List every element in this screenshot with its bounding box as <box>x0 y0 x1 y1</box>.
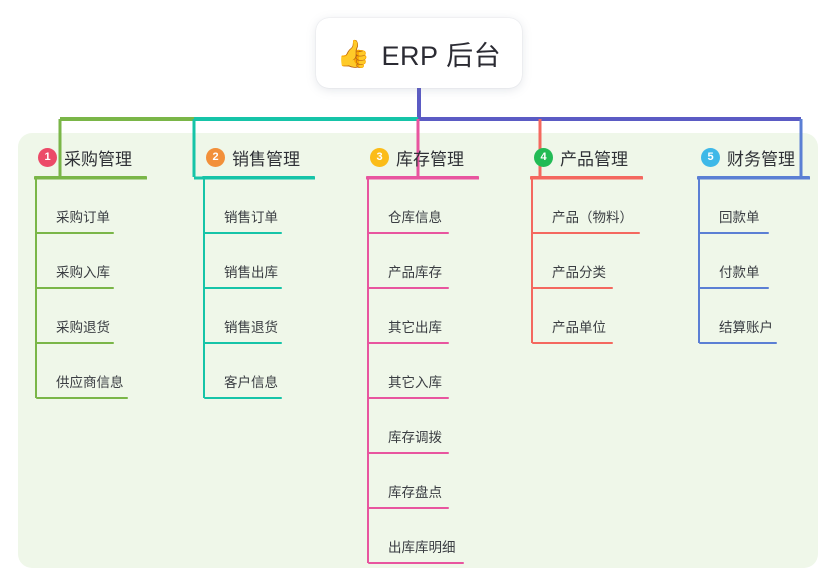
branch-item-underline <box>699 342 777 344</box>
branch-item[interactable]: 客户信息 <box>202 344 315 399</box>
branch-item[interactable]: 采购退货 <box>34 289 147 344</box>
branch-item-label: 销售退货 <box>224 320 278 336</box>
branch-item-label: 回款单 <box>719 210 760 226</box>
branch-item-label: 产品单位 <box>552 320 606 336</box>
branch-item-underline <box>699 287 769 289</box>
branch-item[interactable]: 其它出库 <box>366 289 479 344</box>
branch-header-3[interactable]: 3 库存管理 <box>366 144 479 170</box>
branch-title-5: 财务管理 <box>727 149 795 169</box>
branch-item[interactable]: 销售订单 <box>202 179 315 234</box>
branch-item[interactable]: 其它入库 <box>366 344 479 399</box>
branch-header-5[interactable]: 5 财务管理 <box>697 144 810 170</box>
branch-item[interactable]: 供应商信息 <box>34 344 147 399</box>
branch-item-label: 供应商信息 <box>56 375 124 391</box>
root-node-title: ERP 后台 <box>381 40 502 71</box>
branch-item-label: 库存盘点 <box>388 485 442 501</box>
branch-item-underline <box>368 562 464 564</box>
branch-item-underline <box>36 232 114 234</box>
root-node[interactable]: 👍 ERP 后台 <box>316 18 522 88</box>
branch-header-4[interactable]: 4 产品管理 <box>530 144 643 170</box>
branch-item-label: 付款单 <box>719 265 760 281</box>
branch-item-list-2: 销售订单销售出库销售退货客户信息 <box>202 179 315 399</box>
branch-item[interactable]: 回款单 <box>697 179 810 234</box>
branch-underline-2 <box>202 176 315 179</box>
branch-badge-5: 5 <box>701 147 720 167</box>
branch-item-underline <box>368 452 449 454</box>
branch-item[interactable]: 产品单位 <box>530 289 643 344</box>
branch-item-label: 产品库存 <box>388 265 442 281</box>
branch-item-list-5: 回款单付款单结算账户 <box>697 179 810 344</box>
branch-item-underline <box>36 397 128 399</box>
branch-item-label: 结算账户 <box>719 320 773 336</box>
branch-item[interactable]: 库存调拨 <box>366 399 479 454</box>
branch-item-underline <box>368 287 449 289</box>
branch-item-label: 其它入库 <box>388 375 442 391</box>
branch-title-1: 采购管理 <box>64 149 132 169</box>
branch-underline-5 <box>697 176 810 179</box>
branch-item-underline <box>532 342 613 344</box>
branch-item[interactable]: 付款单 <box>697 234 810 289</box>
branch-item-label: 采购入库 <box>56 265 110 281</box>
branch-column-5: 5 财务管理回款单付款单结算账户 <box>697 144 810 344</box>
branch-column-2: 2 销售管理销售订单销售出库销售退货客户信息 <box>202 144 315 399</box>
branch-item-label: 客户信息 <box>224 375 278 391</box>
branch-item[interactable]: 采购入库 <box>34 234 147 289</box>
diagram-panel <box>18 133 818 568</box>
branch-column-3: 3 库存管理仓库信息产品库存其它出库其它入库库存调拨库存盘点出库库明细 <box>366 144 479 564</box>
branch-item-underline <box>204 342 282 344</box>
branch-item-underline <box>204 232 282 234</box>
branch-item-underline <box>368 397 449 399</box>
branch-item-list-3: 仓库信息产品库存其它出库其它入库库存调拨库存盘点出库库明细 <box>366 179 479 564</box>
branch-item-underline <box>368 232 449 234</box>
branch-column-4: 4 产品管理产品（物料） 产品分类产品单位 <box>530 144 643 344</box>
branch-item[interactable]: 销售出库 <box>202 234 315 289</box>
branch-item-underline <box>368 342 449 344</box>
branch-item[interactable]: 采购订单 <box>34 179 147 234</box>
branch-item-underline <box>532 232 640 234</box>
branch-item[interactable]: 产品分类 <box>530 234 643 289</box>
branch-item-underline <box>204 397 282 399</box>
branch-badge-3: 3 <box>370 147 389 167</box>
branch-item-underline <box>368 507 449 509</box>
branch-item-list-1: 采购订单采购入库采购退货供应商信息 <box>34 179 147 399</box>
branch-item-underline <box>699 232 769 234</box>
branch-item[interactable]: 出库库明细 <box>366 509 479 564</box>
branch-item-list-4: 产品（物料） 产品分类产品单位 <box>530 179 643 344</box>
branch-item-label: 销售订单 <box>224 210 278 226</box>
branch-item-underline <box>36 287 114 289</box>
branch-item-label: 仓库信息 <box>388 210 442 226</box>
branch-item-label: 库存调拨 <box>388 430 442 446</box>
branch-item-underline <box>204 287 282 289</box>
branch-item-underline <box>36 342 114 344</box>
branch-item[interactable]: 仓库信息 <box>366 179 479 234</box>
branch-header-1[interactable]: 1 采购管理 <box>34 144 147 170</box>
branch-item-label: 出库库明细 <box>388 540 456 556</box>
branch-item[interactable]: 结算账户 <box>697 289 810 344</box>
branch-underline-3 <box>366 176 479 179</box>
branch-title-4: 产品管理 <box>560 149 628 169</box>
branch-item-label: 采购订单 <box>56 210 110 226</box>
branch-item[interactable]: 产品库存 <box>366 234 479 289</box>
branch-item[interactable]: 产品（物料） <box>530 179 643 234</box>
branch-badge-4: 4 <box>534 147 553 167</box>
branch-column-1: 1 采购管理采购订单采购入库采购退货供应商信息 <box>34 144 147 399</box>
branch-header-2[interactable]: 2 销售管理 <box>202 144 315 170</box>
branch-underline-4 <box>530 176 643 179</box>
branch-item[interactable]: 库存盘点 <box>366 454 479 509</box>
branch-title-3: 库存管理 <box>396 149 464 169</box>
branch-badge-2: 2 <box>206 147 225 167</box>
branch-item-label: 采购退货 <box>56 320 110 336</box>
branch-item-label: 产品（物料） <box>552 210 633 226</box>
branch-item[interactable]: 销售退货 <box>202 289 315 344</box>
branch-item-label: 产品分类 <box>552 265 606 281</box>
branch-badge-1: 1 <box>38 147 57 167</box>
branch-item-underline <box>532 287 613 289</box>
branch-title-2: 销售管理 <box>232 149 300 169</box>
branch-underline-1 <box>34 176 147 179</box>
branch-item-label: 其它出库 <box>388 320 442 336</box>
branch-item-label: 销售出库 <box>224 265 278 281</box>
thumbs-up-icon: 👍 <box>336 38 371 69</box>
